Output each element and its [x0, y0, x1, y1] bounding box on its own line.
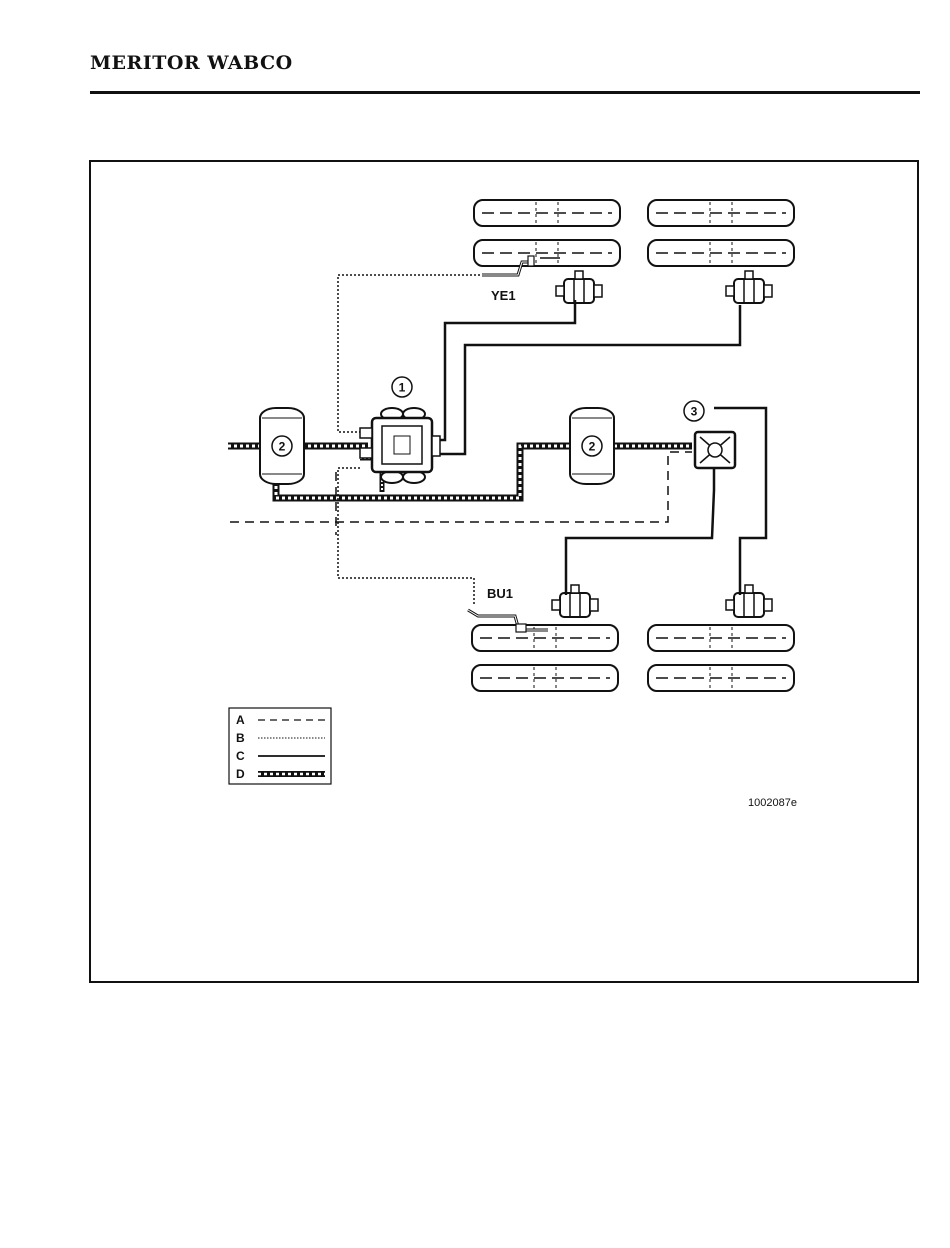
tire-front-left-outer [474, 200, 620, 226]
abs-modulator [360, 408, 440, 483]
tire-front-left-inner [474, 240, 620, 266]
legend-letter-d: D [236, 767, 245, 781]
tire-front-right-outer [648, 200, 794, 226]
sensor-label-ye1: YE1 [491, 288, 516, 303]
relay-valve [695, 432, 735, 468]
legend-letter-b: B [236, 731, 245, 745]
brake-chamber-front-left [556, 271, 602, 303]
legend-letter-c: C [236, 749, 245, 763]
svg-text:1: 1 [399, 381, 406, 395]
brake-chamber-front-right [726, 271, 772, 303]
tire-rear-right-inner [648, 665, 794, 691]
callout-1: 1 [392, 377, 412, 397]
brake-chamber-rear-left [552, 585, 598, 617]
brake-chamber-rear-right [726, 585, 772, 617]
svg-text:2: 2 [589, 440, 596, 454]
callout-2-left: 2 [279, 440, 286, 454]
callout-3: 3 [684, 401, 704, 421]
tire-front-right-inner [648, 240, 794, 266]
sensor-label-bu1: BU1 [487, 586, 513, 601]
svg-text:3: 3 [691, 405, 698, 419]
legend-letter-a: A [236, 713, 245, 727]
callout-2-right: 2 [589, 440, 596, 454]
tire-rear-left-inner [472, 665, 618, 691]
figure-id: 1002087e [748, 797, 797, 809]
svg-text:2: 2 [279, 440, 286, 454]
tire-rear-right-outer [648, 625, 794, 651]
legend: A B C D [229, 708, 331, 784]
